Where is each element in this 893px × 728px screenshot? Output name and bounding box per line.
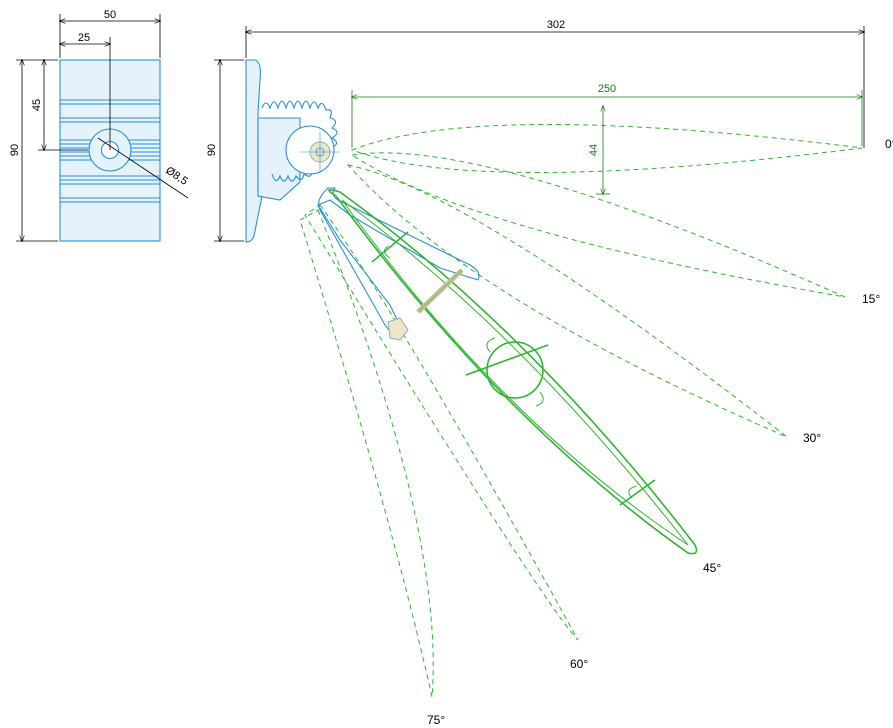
bracket-hook xyxy=(317,187,480,339)
angle-label-75: 75° xyxy=(427,713,445,727)
angle-label-0: 0° xyxy=(885,137,893,151)
blade-45 xyxy=(328,188,698,555)
dim-side-height-text: 90 xyxy=(206,144,218,156)
dim-hole-leader xyxy=(97,137,189,199)
dim-half-height-text: 45 xyxy=(31,99,43,111)
front-view: 50 25 90 45 Ø8,5 xyxy=(9,9,190,241)
blade-hub xyxy=(486,341,544,399)
dim-blade-width-text: 44 xyxy=(588,144,600,156)
side-view: 90 302 250 44 0° 15° 30° 45° 60° 75° xyxy=(206,19,893,727)
blade-outline-inner xyxy=(341,199,689,546)
blade-envelope-0 xyxy=(350,124,863,173)
dim-half-width-text: 25 xyxy=(78,32,90,44)
blade-envelope-15 xyxy=(350,152,846,298)
blade-outline-outer xyxy=(328,188,698,555)
dim-blade-length-text: 250 xyxy=(598,83,616,95)
blade-envelope-75 xyxy=(299,209,434,698)
angle-label-15: 15° xyxy=(862,292,880,306)
bracket-nut xyxy=(387,317,409,341)
bracket-side-profile xyxy=(245,59,480,341)
swing-envelopes xyxy=(299,124,863,698)
angle-label-60: 60° xyxy=(570,657,588,671)
dim-overall-length-text: 302 xyxy=(547,19,565,31)
dim-width-text: 50 xyxy=(104,9,116,21)
angle-label-30: 30° xyxy=(803,431,821,445)
gear-teeth xyxy=(261,100,338,182)
blade-envelope-30 xyxy=(346,164,788,438)
angle-label-45: 45° xyxy=(703,561,721,575)
blade-envelope-60 xyxy=(304,204,579,641)
dim-height-text: 90 xyxy=(9,144,21,156)
